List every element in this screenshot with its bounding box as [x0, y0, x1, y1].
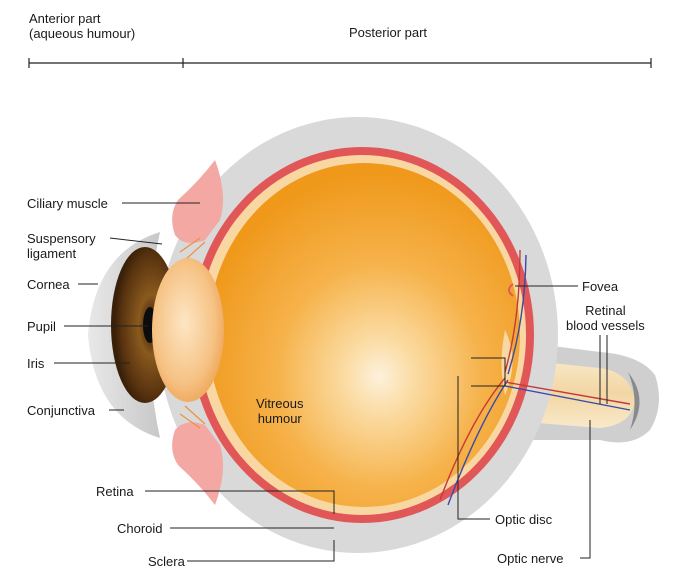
anterior-label-line1: Anterior part: [29, 11, 135, 26]
optic-disc-label: Optic disc: [495, 512, 552, 527]
lens-shape: [152, 258, 224, 402]
conjunctiva-label: Conjunctiva: [27, 403, 95, 418]
retina-label: Retina: [96, 484, 134, 499]
retinal-blood-vessels-label: Retinal blood vessels: [566, 303, 645, 333]
vitreous-body: [208, 163, 520, 507]
retinal-line1: Retinal: [566, 303, 645, 318]
optic-nerve-label: Optic nerve: [497, 551, 563, 566]
suspensory-line2: ligament: [27, 246, 96, 261]
fovea-label: Fovea: [582, 279, 618, 294]
suspensory-ligament-label: Suspensory ligament: [27, 231, 96, 261]
sclera-label: Sclera: [148, 554, 185, 569]
cornea-label: Cornea: [27, 277, 70, 292]
posterior-part-label: Posterior part: [349, 25, 427, 40]
anterior-bracket: [29, 58, 183, 68]
suspensory-line1: Suspensory: [27, 231, 96, 246]
retinal-line2: blood vessels: [566, 318, 645, 333]
iris-label: Iris: [27, 356, 44, 371]
choroid-label: Choroid: [117, 521, 163, 536]
posterior-bracket: [183, 58, 651, 68]
vitreous-humour-label: Vitreous humour: [256, 396, 303, 426]
anterior-part-label: Anterior part (aqueous humour): [29, 11, 135, 41]
vitreous-line2: humour: [256, 411, 303, 426]
ciliary-muscle-label: Ciliary muscle: [27, 196, 108, 211]
pupil-label: Pupil: [27, 319, 56, 334]
vitreous-line1: Vitreous: [256, 396, 303, 411]
anterior-label-line2: (aqueous humour): [29, 26, 135, 41]
